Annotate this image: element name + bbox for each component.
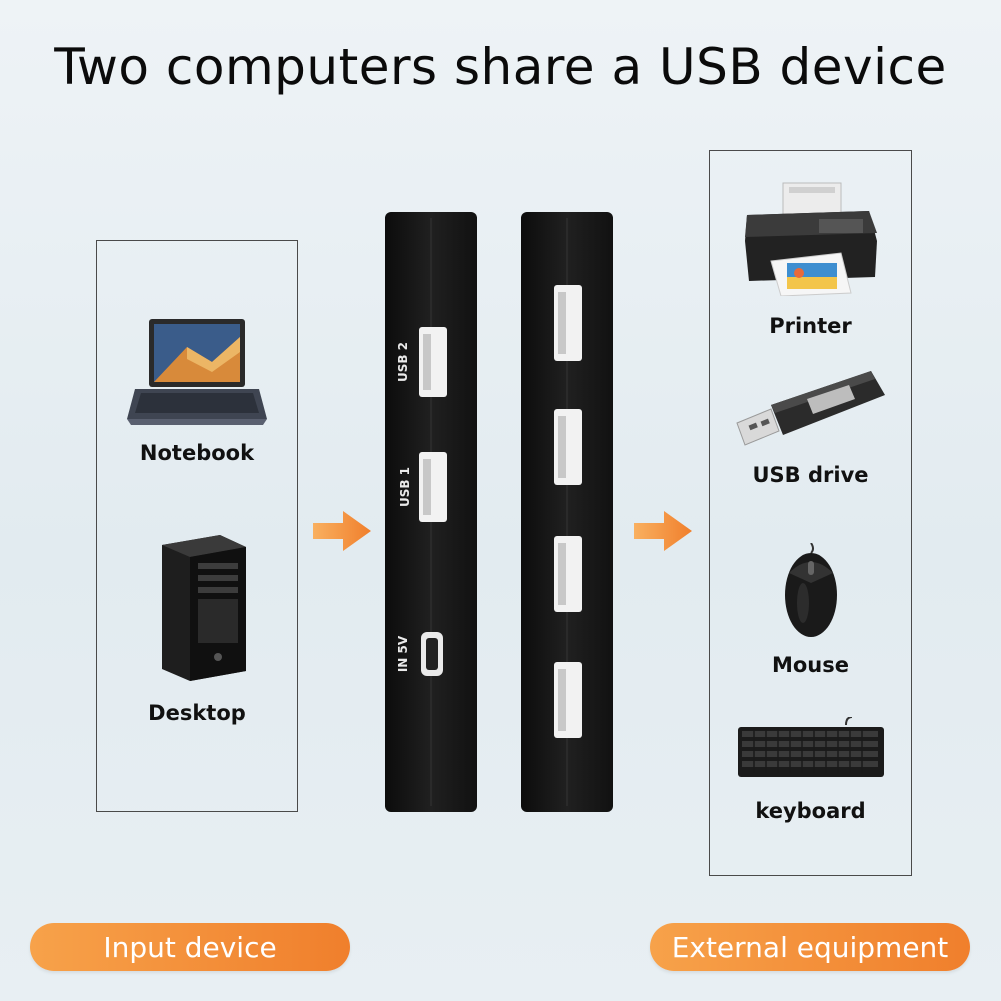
laptop-icon — [127, 317, 267, 427]
notebook-item: Notebook — [97, 317, 297, 465]
usb-drive-icon — [731, 369, 891, 449]
input-device-pill: Input device — [30, 923, 350, 971]
arrow-right-icon — [313, 511, 371, 551]
power-port-label: IN 5V — [396, 635, 411, 673]
external-equipment-panel: Printer USB drive Mouse — [709, 150, 912, 876]
usb1-port-label: USB 1 — [398, 466, 413, 508]
printer-label: Printer — [769, 314, 852, 338]
page-title: Two computers share a USB device — [54, 38, 947, 96]
keyboard-item: keyboard — [710, 717, 911, 823]
usb-drive-label: USB drive — [752, 463, 869, 487]
printer-item: Printer — [710, 181, 911, 338]
input-devices-panel: Notebook Desktop — [96, 240, 298, 812]
desktop-item: Desktop — [97, 533, 297, 725]
keyboard-icon — [736, 717, 886, 781]
usb-switch-side-b — [521, 212, 613, 812]
notebook-label: Notebook — [139, 441, 255, 465]
desktop-label: Desktop — [148, 701, 246, 725]
printer-icon — [741, 181, 881, 296]
arrow-right-icon — [634, 511, 692, 551]
mouse-icon — [781, 543, 841, 639]
usb2-port-label: USB 2 — [396, 341, 411, 383]
keyboard-label: keyboard — [755, 799, 866, 823]
desktop-tower-icon — [142, 533, 252, 683]
mouse-item: Mouse — [710, 543, 911, 677]
external-equipment-pill: External equipment — [650, 923, 970, 971]
usb-drive-item: USB drive — [710, 369, 911, 487]
mouse-label: Mouse — [771, 653, 850, 677]
usb-switch-side-a: USB 2 USB 1 IN 5V — [385, 212, 477, 812]
